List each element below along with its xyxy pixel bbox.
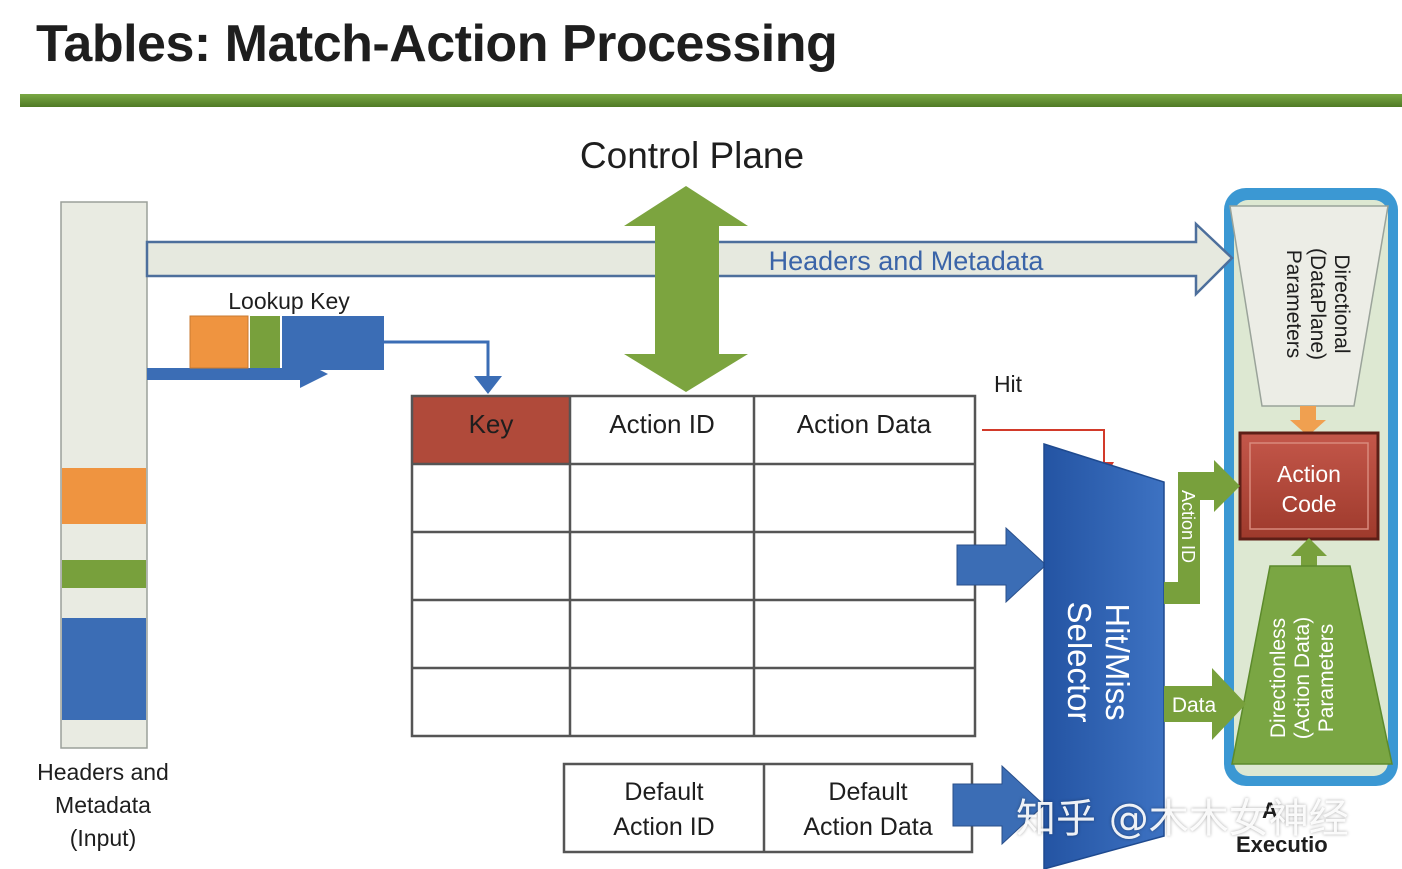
control-plane-double-arrow (624, 186, 748, 392)
default-action-id-line2: Action ID (613, 813, 714, 841)
action-id-arrow-label: Action ID (1178, 490, 1198, 563)
action-code-line2: Code (1282, 491, 1337, 517)
default-action-id-line1: Default (624, 778, 703, 806)
directionless-line1: Directionless (1267, 618, 1290, 738)
directionless-parameters-block (1231, 565, 1393, 765)
table-header-action-id: Action ID (609, 409, 715, 439)
directional-parameters-text: Directional (DataPlane) Parameters (1282, 248, 1353, 360)
hit-miss-selector-text: Hit/Miss Selector (1061, 601, 1136, 722)
lookup-key-orange (189, 315, 249, 369)
hit-connector (982, 429, 1105, 466)
directional-line2: (DataPlane) (1306, 248, 1329, 360)
data-arrow (1164, 668, 1246, 740)
input-blue-field (62, 618, 146, 720)
default-action-data-line2: Action Data (803, 813, 932, 841)
directional-line1: Directional (1330, 254, 1353, 353)
table-key-header-cell (412, 396, 570, 464)
default-action-data-line1: Default (828, 778, 907, 806)
hit-label: Hit (994, 371, 1023, 397)
directional-parameters-block (1229, 205, 1389, 407)
input-label-line2: Metadata (55, 792, 151, 818)
selector-line2: Selector (1061, 601, 1098, 722)
lookup-key-label: Lookup Key (228, 288, 350, 314)
table-to-selector-arrow (956, 526, 1047, 604)
bottom-right-partial-line1: A (1262, 798, 1278, 823)
action-id-arrow (1164, 460, 1240, 604)
input-green-field (62, 560, 146, 588)
directionless-line2: (Action Data) (1291, 617, 1314, 740)
title-rule (20, 94, 1402, 107)
data-arrow-label: Data (1172, 694, 1217, 717)
table-header-key: Key (469, 409, 514, 439)
directionless-parameters-text: Directionless (Action Data) Parameters (1267, 617, 1338, 740)
stack-to-key-arrow (147, 360, 328, 388)
table-header-action-data: Action Data (797, 409, 932, 439)
directional-line3: Parameters (1282, 250, 1305, 359)
selector-line1: Hit/Miss (1099, 603, 1136, 720)
key-to-table-arrowhead (474, 376, 502, 394)
action-code-box (1238, 431, 1380, 541)
default-to-selector-arrow (952, 764, 1045, 846)
match-table (410, 394, 977, 738)
lookup-key-green (250, 316, 280, 368)
action-code-line1: Action (1277, 461, 1341, 487)
input-label-line3: (Input) (70, 825, 136, 851)
headers-metadata-arrow-label: Headers and Metadata (769, 246, 1045, 276)
slide-title: Tables: Match-Action Processing (36, 15, 838, 73)
control-plane-label: Control Plane (580, 135, 804, 176)
bottom-right-partial-line2: Executio (1236, 832, 1328, 857)
directionless-line3: Parameters (1315, 624, 1338, 733)
param-to-code-arrow (1290, 406, 1326, 436)
lookup-key-blue (282, 316, 384, 370)
default-table (562, 762, 974, 854)
key-to-table-connector (384, 340, 490, 382)
input-orange-field (62, 468, 146, 524)
data-param-to-code-arrow (1291, 538, 1327, 570)
hit-miss-selector (1043, 442, 1165, 869)
watermark: 知乎 @木木女神经 (1016, 796, 1349, 842)
input-label-line1: Headers and (37, 759, 169, 785)
